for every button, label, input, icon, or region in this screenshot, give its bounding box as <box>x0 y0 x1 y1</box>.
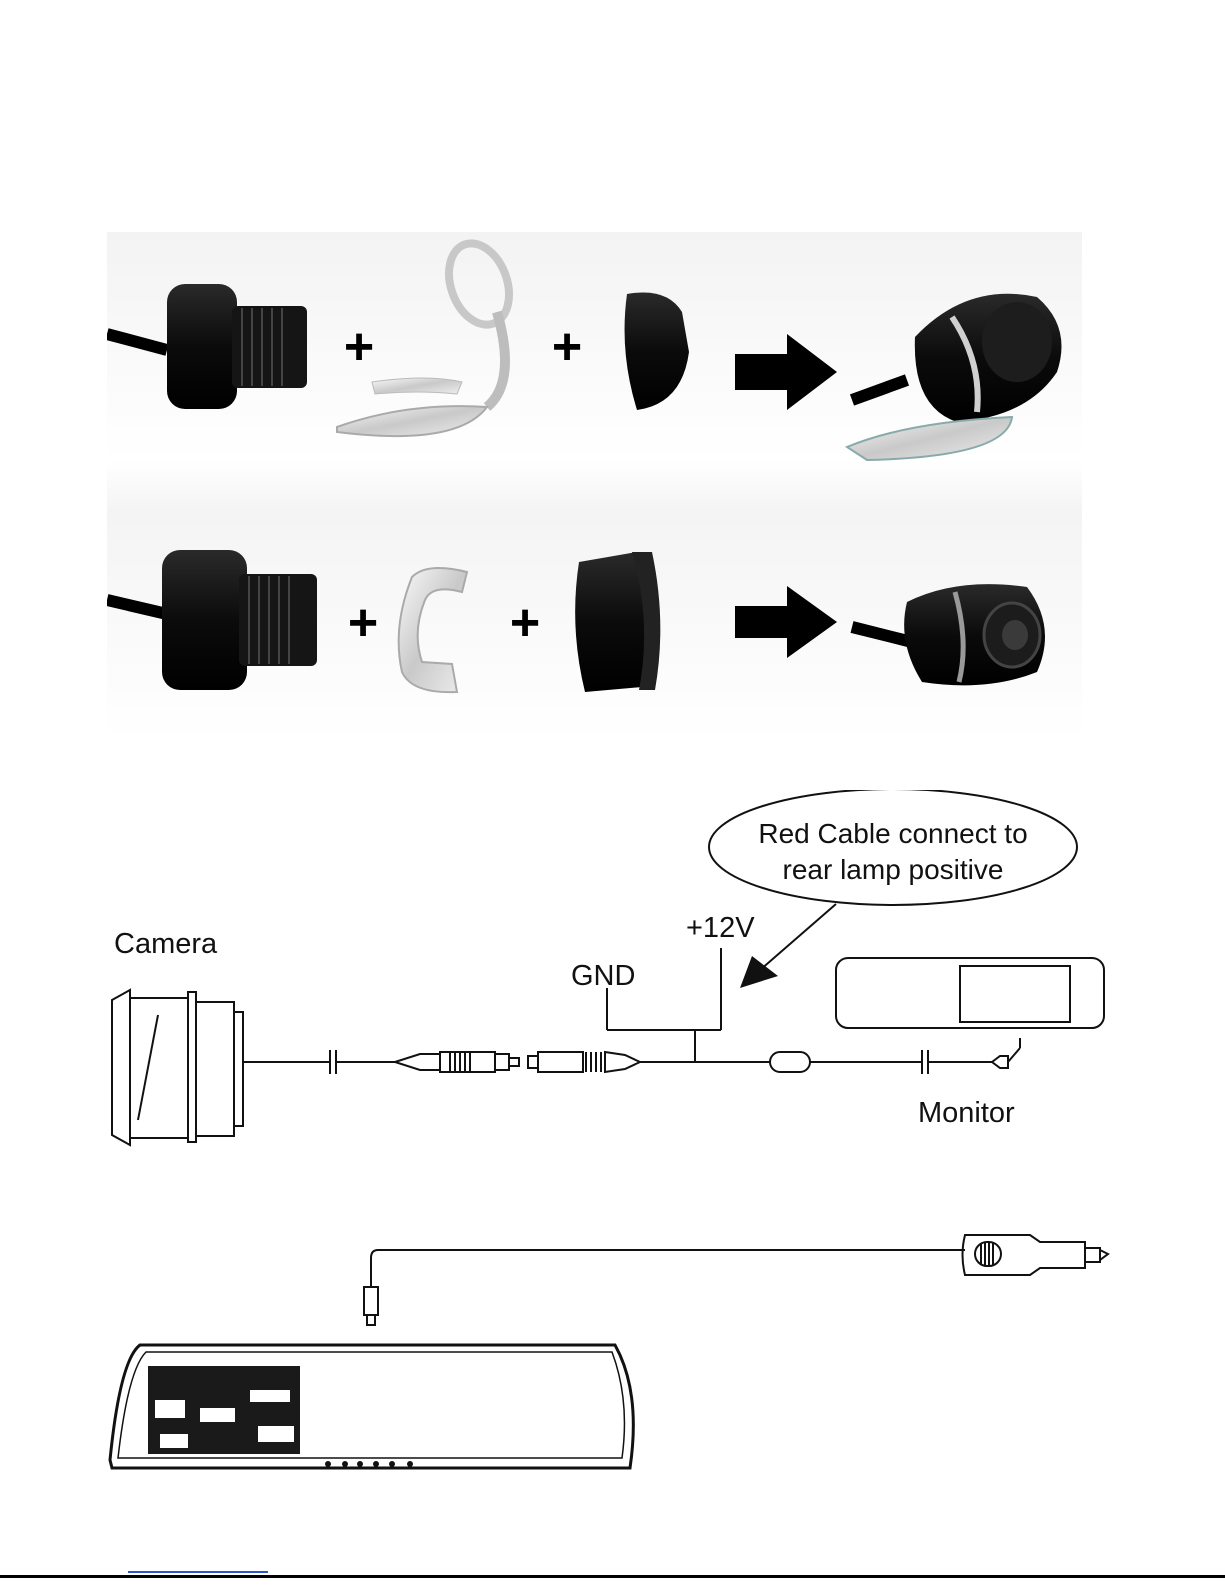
car-charger <box>963 1235 1109 1275</box>
row1-camera-body <box>107 284 307 409</box>
plus12v-label: +12V <box>686 914 755 943</box>
row2-plus-2: + <box>510 594 540 652</box>
row1-plus-2: + <box>552 318 582 376</box>
callout-arrow-head <box>740 956 778 988</box>
callout-text: Red Cable connect to rear lamp positive <box>708 816 1078 888</box>
row1-assembled-camera <box>847 294 1062 460</box>
rca-connector-male <box>395 1052 519 1072</box>
monitor-diagram <box>836 958 1104 1028</box>
row1-cap <box>625 292 689 410</box>
row2-plus-1: + <box>348 594 378 652</box>
row1-arrow <box>735 334 837 410</box>
mini-usb-plug <box>364 1287 378 1325</box>
callout-line-1: Red Cable connect to <box>708 816 1078 852</box>
camera-label: Camera <box>114 930 217 959</box>
row2-clip <box>399 568 467 692</box>
row1-plus-1: + <box>344 318 374 376</box>
footer-rule <box>0 1575 1225 1578</box>
monitor-label: Monitor <box>918 1099 1015 1128</box>
row2-camera-body <box>107 550 317 690</box>
ferrite-bead <box>770 1052 810 1072</box>
gnd-label: GND <box>571 962 635 991</box>
camera-assembly-photos: + + <box>107 232 1082 740</box>
av-jack <box>992 1038 1020 1068</box>
row2-assembled-camera <box>852 584 1045 685</box>
camera-diagram <box>112 990 243 1145</box>
power-cable <box>371 1250 965 1287</box>
rca-connector-female <box>528 1052 640 1072</box>
row2-arrow <box>735 586 837 658</box>
callout-line-2: rear lamp positive <box>708 852 1078 888</box>
footer-link-underline <box>128 1571 268 1573</box>
row2-cap <box>575 552 660 692</box>
mirror-power-diagram <box>0 1230 1225 1560</box>
mirror-buttons <box>325 1461 413 1467</box>
